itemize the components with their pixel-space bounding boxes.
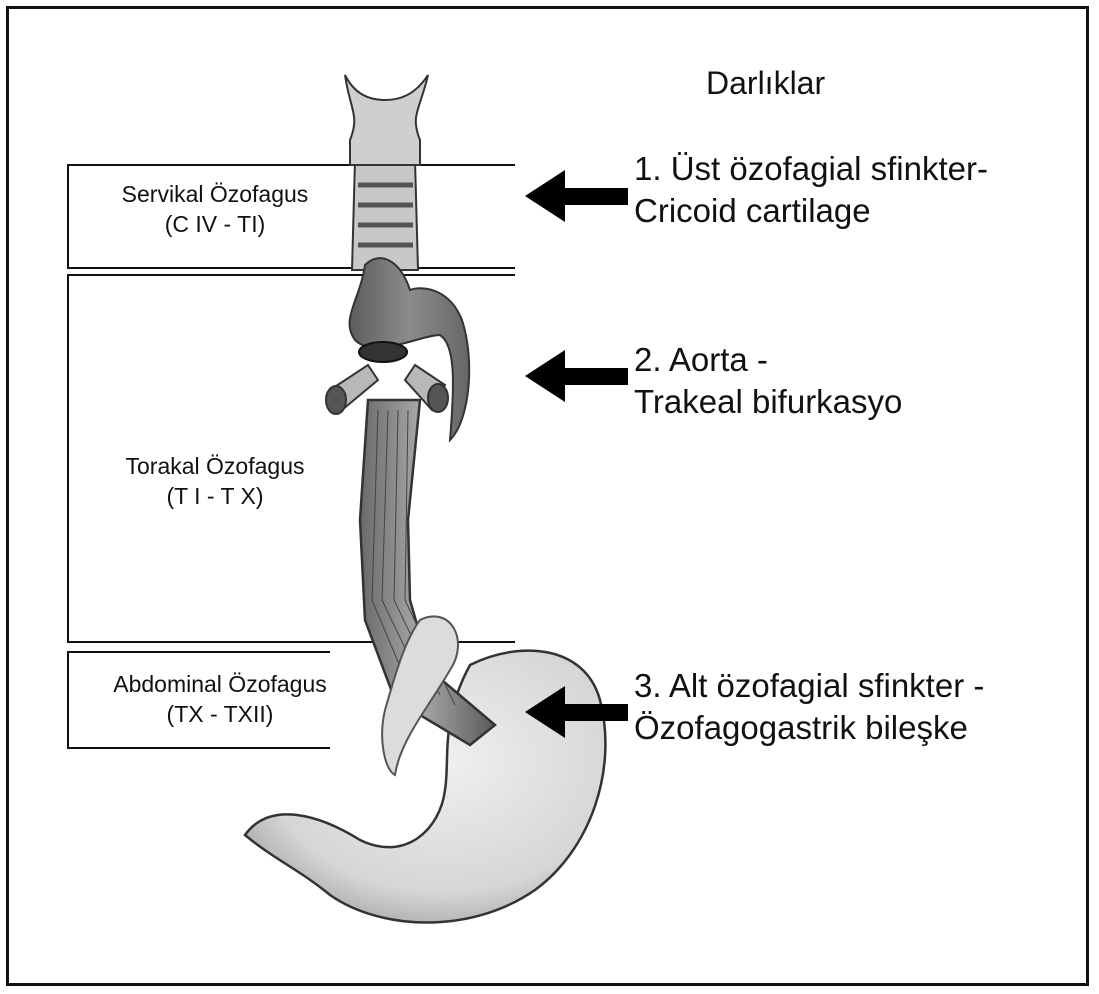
stricture-line: 3. Alt özofagial sfinkter - xyxy=(634,665,984,707)
larynx xyxy=(345,75,428,165)
region-label-cervical: Servikal Özofagus (C IV - TI) xyxy=(80,180,350,240)
stricture-line: Trakeal bifurkasyo xyxy=(634,381,902,423)
diagram-title: Darlıklar xyxy=(706,63,825,105)
region-name: Servikal Özofagus xyxy=(80,180,350,210)
region-range: (C IV - TI) xyxy=(80,210,350,240)
region-name: Abdominal Özofagus xyxy=(70,670,370,700)
stricture-line: 2. Aorta - xyxy=(634,339,902,381)
stricture-line: 1. Üst özofagial sfinkter- xyxy=(634,148,988,190)
region-range: (T I - T X) xyxy=(80,482,350,512)
region-label-abdominal: Abdominal Özofagus (TX - TXII) xyxy=(70,670,370,730)
stricture-label-1: 1. Üst özofagial sfinkter- Cricoid carti… xyxy=(634,148,988,232)
region-range: (TX - TXII) xyxy=(70,700,370,730)
trachea xyxy=(352,160,418,270)
region-name: Torakal Özofagus xyxy=(80,452,350,482)
stricture-line: Özofagogastrik bileşke xyxy=(634,707,984,749)
stricture-label-2: 2. Aorta - Trakeal bifurkasyo xyxy=(634,339,902,423)
region-label-thoracic: Torakal Özofagus (T I - T X) xyxy=(80,452,350,512)
aorta-lumen xyxy=(359,342,407,362)
stricture-line: Cricoid cartilage xyxy=(634,190,988,232)
arrow-2 xyxy=(525,350,628,402)
stricture-label-3: 3. Alt özofagial sfinkter - Özofagogastr… xyxy=(634,665,984,749)
arrow-1 xyxy=(525,170,628,222)
